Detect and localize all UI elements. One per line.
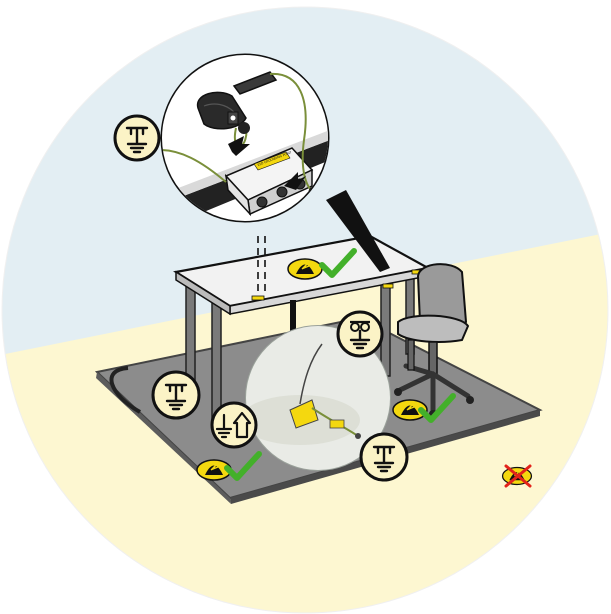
ground-symbol-icon	[151, 370, 201, 420]
ground-symbol-icon	[113, 114, 161, 162]
equipotential-bonding-icon	[336, 310, 384, 358]
scene-frame	[1, 6, 609, 614]
magnifier-detail-icon: ESD GROUNDING POINT	[160, 53, 330, 223]
ground-symbol-icon	[359, 432, 409, 482]
office-chair-icon	[394, 263, 474, 418]
wrist-strap-icon	[162, 71, 320, 198]
earth-bonding-point-icon	[210, 401, 258, 449]
cross-icon	[504, 464, 532, 488]
esd-protected-symbol-icon	[287, 258, 323, 280]
